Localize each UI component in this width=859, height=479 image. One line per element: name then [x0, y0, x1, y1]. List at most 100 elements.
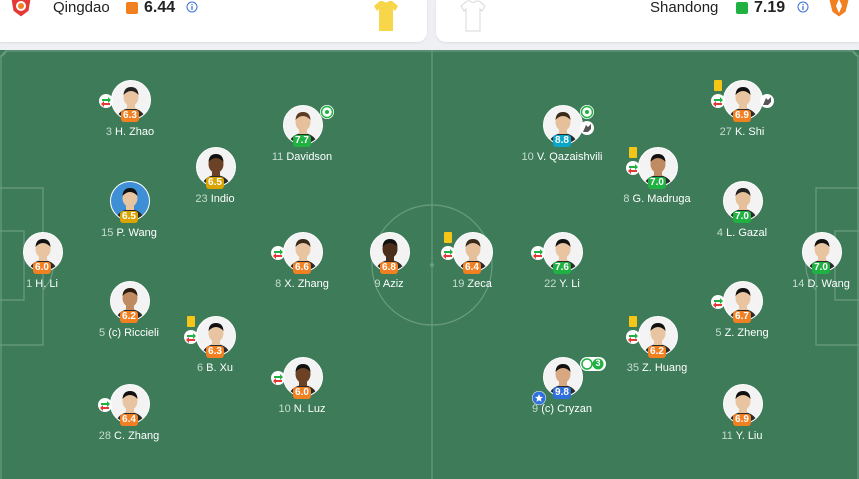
player-name-label: 19 Zeca	[422, 278, 522, 291]
player-name-label: 5 Z. Zheng	[692, 327, 792, 340]
player-name-label: 6 B. Xu	[165, 362, 265, 375]
player-rating: 7.0	[812, 262, 830, 274]
yellow-card-icon	[629, 147, 637, 158]
away-team-card[interactable]: Shandong 7.19	[436, 0, 859, 42]
player-rating: 6.4	[120, 414, 138, 426]
substitution-icon	[271, 371, 285, 385]
player-number: 10	[521, 151, 537, 163]
player-name: K. Shi	[734, 126, 765, 138]
player-name-label: 8 X. Zhang	[252, 278, 352, 291]
substitution-icon	[711, 94, 725, 108]
player-name: H. Zhao	[115, 126, 155, 138]
player-number: 22	[544, 278, 560, 290]
player-name-label: 1 H. Li	[0, 278, 92, 291]
home-team-rating: 6.44	[144, 0, 176, 16]
player-rating: 7.7	[293, 135, 311, 147]
player-rating: 6.7	[733, 311, 751, 323]
info-icon[interactable]	[186, 1, 198, 13]
player-name: B. Xu	[206, 362, 234, 374]
substitution-icon	[711, 295, 725, 309]
player-name-label: 8 G. Madruga	[607, 193, 707, 206]
player-name: Z. Zheng	[724, 327, 769, 339]
man-of-the-match-star-icon	[532, 391, 546, 405]
player-name: C. Zhang	[114, 430, 160, 442]
player-name-label: 11 Davidson	[252, 151, 352, 164]
player-name: G. Madruga	[632, 193, 691, 205]
player-number: 27	[719, 126, 735, 138]
player-rating: 6.2	[648, 346, 666, 358]
home-team-card[interactable]: Qingdao 6.44	[0, 0, 427, 42]
goals-count: 3	[595, 358, 601, 368]
player-name: D. Wang	[807, 278, 850, 290]
player-number: 5	[715, 327, 725, 339]
player-name-label: 3 H. Zhao	[80, 126, 180, 139]
assist-icon	[580, 121, 594, 135]
player-name: Aziz	[382, 278, 404, 290]
player-name: X. Zhang	[284, 278, 329, 290]
player-number: 15	[101, 227, 117, 239]
player-name: Y. Li	[559, 278, 580, 290]
player-number: 11	[271, 151, 287, 163]
info-icon[interactable]	[797, 1, 809, 13]
player-rating: 6.3	[121, 110, 139, 122]
player-rating: 7.0	[733, 211, 751, 223]
yellow-card-icon	[187, 316, 195, 327]
player-name-label: 10 N. Luz	[252, 403, 352, 416]
player-rating: 9.8	[553, 387, 571, 399]
substitution-icon	[441, 246, 455, 260]
player-rating: 6.5	[206, 177, 224, 189]
home-team-name: Qingdao	[53, 0, 110, 16]
player-rating: 7.6	[553, 262, 571, 274]
player-number: 6	[196, 362, 207, 374]
player-rating: 6.4	[463, 262, 481, 274]
player-name-label: 11 Y. Liu	[692, 430, 792, 443]
player-rating: 6.2	[120, 311, 138, 323]
player-rating: 6.8	[380, 262, 398, 274]
player-rating: 8.8	[553, 135, 571, 147]
player-number: 3	[105, 126, 116, 138]
away-kit-icon	[460, 0, 486, 32]
player-name-label: 35 Z. Huang	[607, 362, 707, 375]
player-name-label: 28 C. Zhang	[79, 430, 179, 443]
player-number: 28	[98, 430, 115, 442]
player-number: 23	[195, 193, 211, 205]
player-name-label: 9 (c) Cryzan	[512, 403, 612, 416]
player-name-label: 5 (c) Riccieli	[79, 327, 179, 340]
player-name-label: 14 D. Wang	[771, 278, 859, 291]
player-number: 8	[623, 193, 633, 205]
player-name: Y. Liu	[735, 430, 763, 442]
away-team-rating: 7.19	[754, 0, 786, 16]
player-rating: 6.0	[293, 387, 311, 399]
player-avatar	[543, 232, 583, 272]
player-name: (c) Cryzan	[541, 403, 592, 415]
player-name-label: 4 L. Gazal	[692, 227, 792, 240]
away-team-name: Shandong	[650, 0, 719, 16]
goals-count-icon: 3	[580, 357, 606, 371]
player-number: 35	[626, 362, 643, 374]
player-name-label: 15 P. Wang	[79, 227, 179, 240]
substitution-icon	[271, 246, 285, 260]
player-name-label: 23 Indio	[165, 193, 265, 206]
player-rating: 6.9	[733, 110, 751, 122]
player-rating: 6.6	[293, 262, 311, 274]
yellow-card-icon	[444, 232, 452, 243]
away-crest-icon	[828, 0, 850, 18]
player-number: 19	[452, 278, 468, 290]
home-crest-icon	[10, 0, 32, 18]
player-number: 14	[792, 278, 808, 290]
substitution-icon	[626, 330, 640, 344]
player-number: 9	[532, 403, 542, 415]
player-name: H. Li	[35, 278, 58, 290]
substitution-icon	[98, 398, 112, 412]
player-name: L. Gazal	[726, 227, 768, 239]
player-name-label: 9 Aziz	[339, 278, 439, 291]
player-name-label: 22 Y. Li	[512, 278, 612, 291]
home-rating-indicator	[126, 2, 138, 14]
player-rating: 6.9	[733, 414, 751, 426]
away-rating-indicator	[736, 2, 748, 14]
player-rating: 7.0	[648, 177, 666, 189]
yellow-card-icon	[629, 316, 637, 327]
player-name-label: 27 K. Shi	[692, 126, 792, 139]
player-number: 4	[716, 227, 727, 239]
